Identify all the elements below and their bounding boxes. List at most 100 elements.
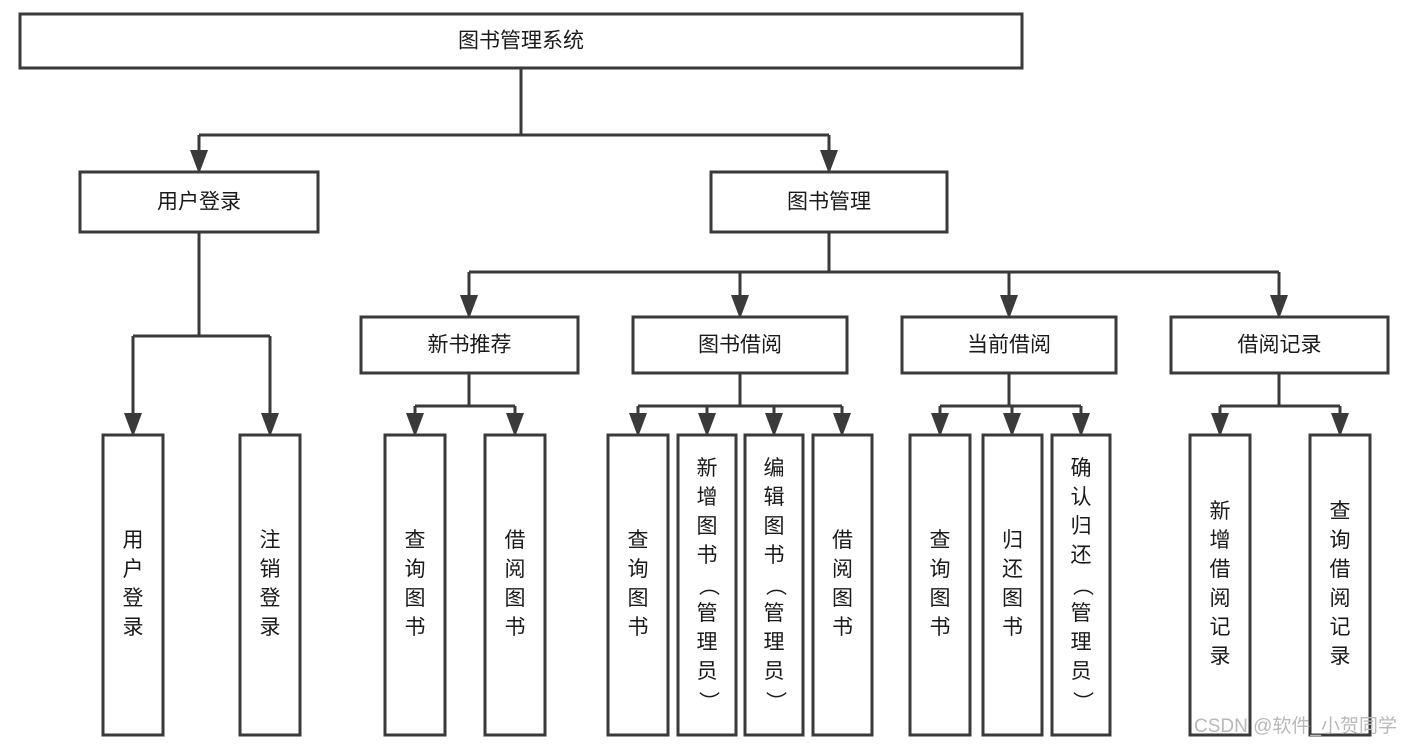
node-label-char: 图 bbox=[628, 587, 649, 610]
node-label-char: 用 bbox=[123, 529, 144, 552]
connector-borrow-record-to-leaves bbox=[1211, 373, 1349, 437]
arrow-down-icon bbox=[629, 413, 647, 437]
node-label: 图书管理系统 bbox=[458, 30, 584, 53]
node-box[interactable] bbox=[631, 315, 849, 375]
node-box[interactable] bbox=[383, 433, 447, 737]
node-label-char: 理 bbox=[764, 631, 785, 654]
node-label-char: 书 bbox=[628, 616, 649, 639]
node-label-char: 书 bbox=[930, 616, 951, 639]
node-box[interactable] bbox=[676, 433, 738, 737]
node-book-manage[interactable]: 图书管理 bbox=[709, 170, 949, 234]
node-box[interactable] bbox=[18, 12, 1024, 70]
node-label: 图书借阅 bbox=[698, 334, 782, 357]
node-current-borrow[interactable]: 当前借阅 bbox=[900, 315, 1118, 375]
node-box[interactable] bbox=[606, 433, 670, 737]
node-box[interactable] bbox=[981, 433, 1044, 737]
arrow-down-icon bbox=[506, 413, 524, 437]
node-book-borrow[interactable]: 图书借阅 bbox=[631, 315, 849, 375]
node-box[interactable] bbox=[811, 433, 874, 737]
node-label-char: 记 bbox=[1210, 616, 1231, 639]
node-box[interactable] bbox=[1169, 315, 1390, 375]
node-label-char: 新 bbox=[1210, 500, 1231, 523]
node-label-char: 询 bbox=[405, 558, 426, 581]
node-label-char: 阅 bbox=[1210, 587, 1231, 610]
node-label-char: 阅 bbox=[505, 558, 526, 581]
node-box[interactable] bbox=[743, 433, 805, 737]
node-label: 当前借阅 bbox=[967, 334, 1051, 357]
node-label-char: 录 bbox=[260, 616, 281, 639]
node-label-char: 理 bbox=[1071, 631, 1092, 654]
arrow-down-icon bbox=[261, 413, 279, 437]
arrow-down-icon bbox=[406, 413, 424, 437]
node-label-char: 登 bbox=[260, 587, 281, 610]
arrow-down-icon bbox=[1211, 413, 1229, 437]
node-box[interactable] bbox=[78, 170, 320, 234]
node-box[interactable] bbox=[101, 433, 165, 737]
node-label-char: 户 bbox=[123, 558, 144, 581]
node-label-char: 查 bbox=[930, 529, 951, 552]
node-label-char: 增 bbox=[697, 486, 718, 509]
node-label-char: 注 bbox=[260, 529, 281, 552]
node-label-char: 员 bbox=[697, 660, 718, 683]
arrow-down-icon bbox=[698, 413, 716, 437]
node-box[interactable] bbox=[359, 315, 580, 375]
node-label-char: 书 bbox=[505, 616, 526, 639]
node-root[interactable]: 图书管理系统 bbox=[18, 12, 1024, 70]
node-label-char: 归 bbox=[1071, 515, 1092, 538]
node-box[interactable] bbox=[900, 315, 1118, 375]
node-label-char: （ bbox=[1070, 575, 1093, 596]
arrow-down-icon bbox=[1000, 295, 1018, 319]
node-box[interactable] bbox=[709, 170, 949, 234]
node-label-char: 借 bbox=[505, 529, 526, 552]
arrow-down-icon bbox=[1331, 413, 1349, 437]
node-box[interactable] bbox=[908, 433, 972, 737]
node-label-char: 认 bbox=[1071, 486, 1092, 509]
node-label-char: 增 bbox=[1210, 529, 1231, 552]
connector-new-book-rec-to-leaves bbox=[406, 373, 524, 437]
node-layer: 图书管理系统用户登录图书管理新书推荐图书借阅当前借阅借阅记录用户登录注销登录查询… bbox=[18, 12, 1390, 737]
node-new-book-rec[interactable]: 新书推荐 bbox=[359, 315, 580, 375]
node-box[interactable] bbox=[1308, 433, 1372, 737]
node-label-char: 新 bbox=[697, 457, 718, 480]
node-label-char: 询 bbox=[1330, 529, 1351, 552]
node-box[interactable] bbox=[238, 433, 302, 737]
node-label-char: 管 bbox=[764, 602, 785, 625]
node-label-char: 理 bbox=[697, 631, 718, 654]
node-label-char: ） bbox=[763, 691, 786, 712]
node-label-char: 借 bbox=[832, 529, 853, 552]
node-box[interactable] bbox=[483, 433, 547, 737]
node-label-char: 书 bbox=[832, 616, 853, 639]
node-borrow-record[interactable]: 借阅记录 bbox=[1169, 315, 1390, 375]
node-label-char: 管 bbox=[697, 602, 718, 625]
connector-book-borrow-to-leaves bbox=[629, 373, 851, 437]
node-label-char: 记 bbox=[1330, 616, 1351, 639]
node-box[interactable] bbox=[1050, 433, 1112, 737]
node-box[interactable] bbox=[1188, 433, 1252, 737]
node-label-char: 编 bbox=[764, 457, 785, 480]
arrow-down-icon bbox=[765, 413, 783, 437]
node-label: 图书管理 bbox=[787, 191, 871, 214]
node-label-char: 书 bbox=[405, 616, 426, 639]
node-label-char: ） bbox=[696, 691, 719, 712]
node-label-char: 确 bbox=[1071, 457, 1092, 480]
node-label-char: 图 bbox=[505, 587, 526, 610]
node-user-login[interactable]: 用户登录 bbox=[78, 170, 320, 234]
node-leaf-user-login[interactable]: 用户登录 bbox=[101, 433, 165, 737]
